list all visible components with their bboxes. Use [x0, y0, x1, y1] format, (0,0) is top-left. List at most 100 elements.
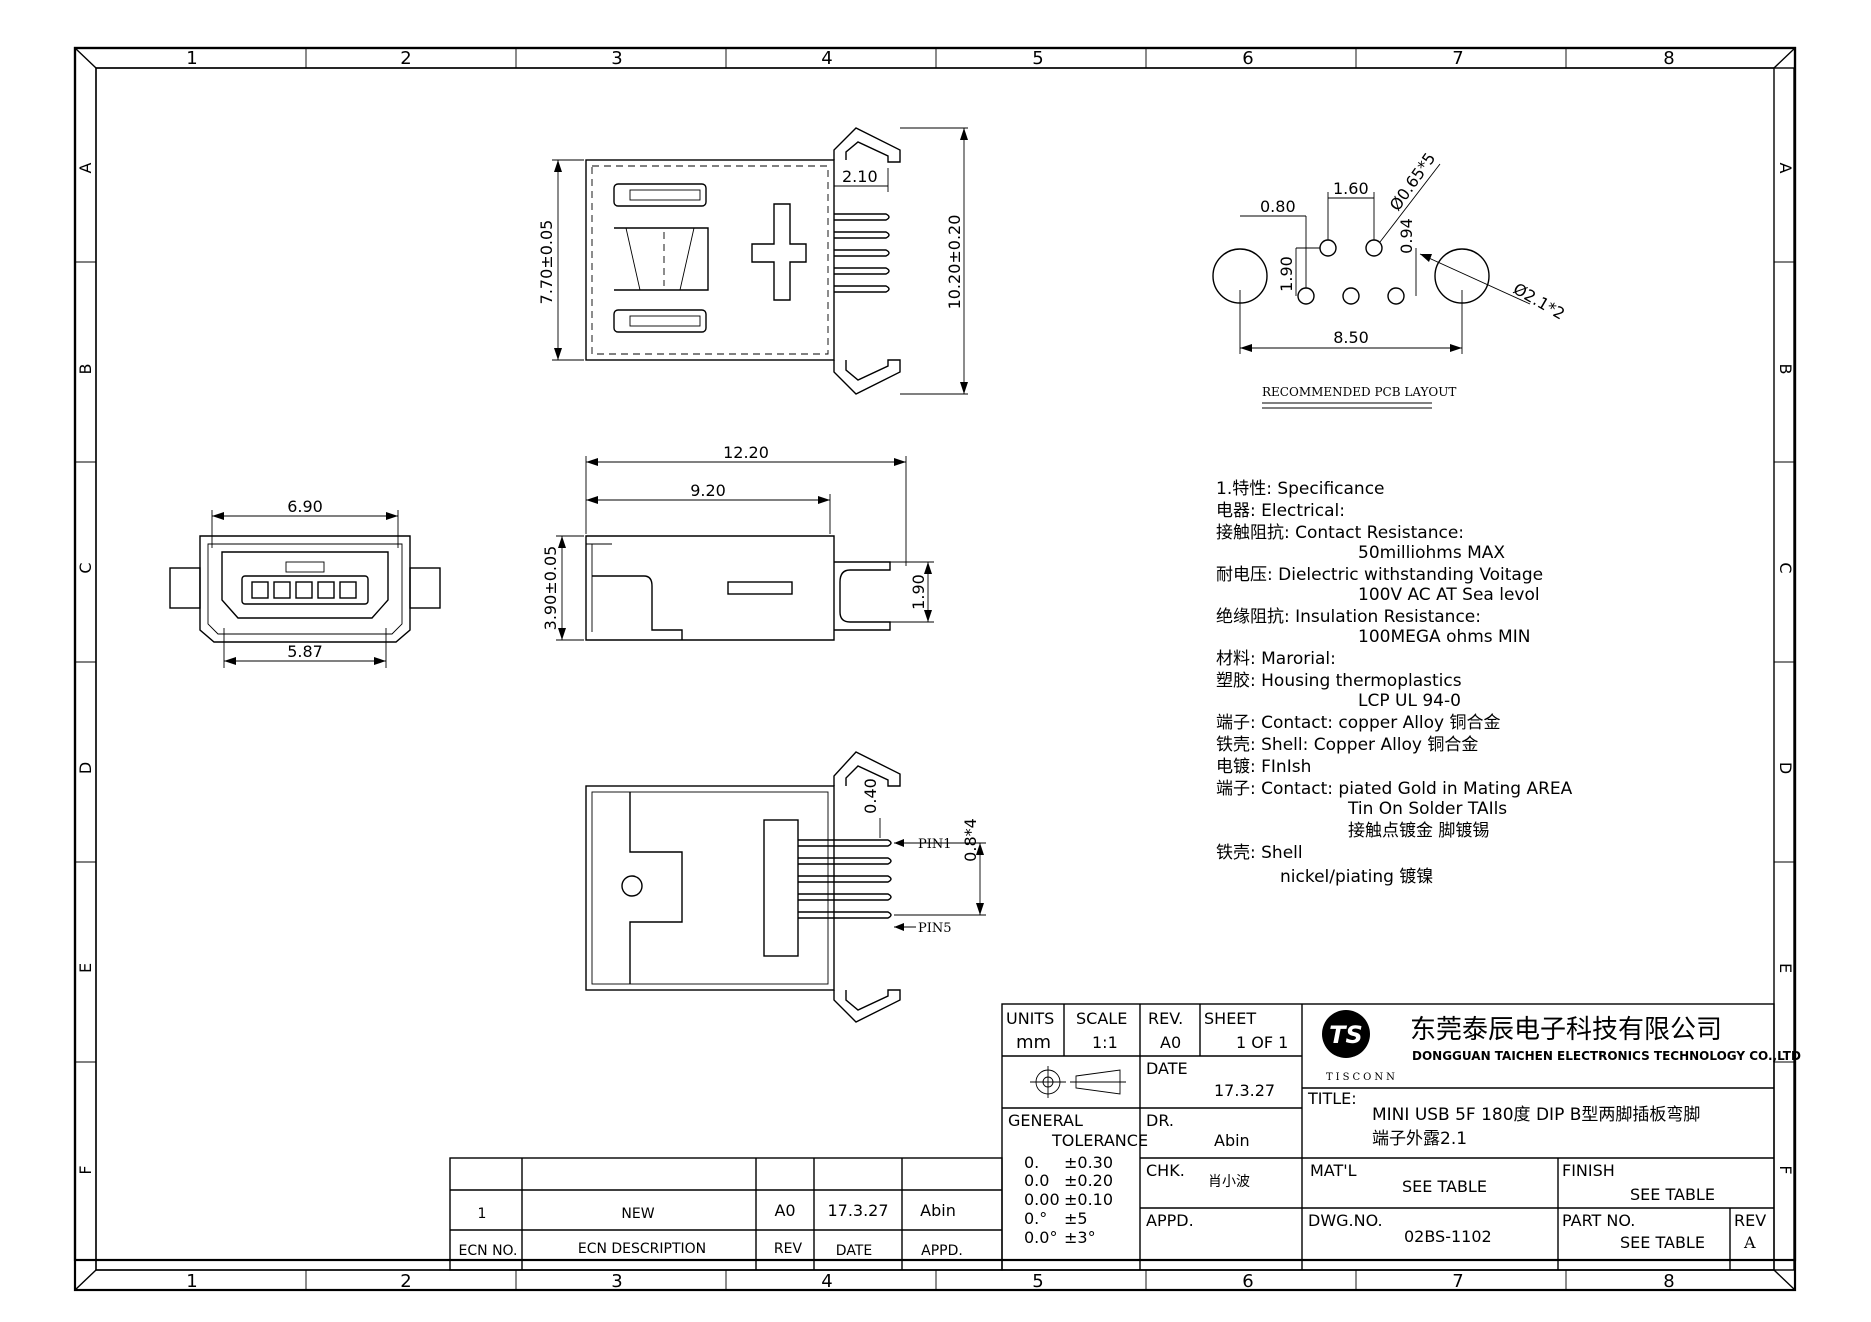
dim-side-12-20: 12.20: [723, 443, 769, 462]
note-line: 端子: Contact: piated Gold in Mating AREA: [1216, 779, 1573, 799]
tb-matl-label: MAT'L: [1310, 1161, 1357, 1180]
note-line: nickel/piating 镀镍: [1280, 867, 1433, 887]
ecn-header-rev: REV: [774, 1241, 803, 1257]
tb-dwg-label: DWG.NO.: [1308, 1211, 1383, 1230]
spec-notes: 1.特性: Specificance 电器: Electrical: 接触阻抗:…: [1216, 479, 1573, 887]
dim-front-5-87: 5.87: [287, 642, 323, 661]
tb-finish-label: FINISH: [1562, 1161, 1615, 1180]
tol-key: 0.°: [1024, 1209, 1047, 1228]
pcb-layout-title: RECOMMENDED PCB LAYOUT: [1262, 385, 1456, 399]
ecn-row-no: 1: [478, 1206, 487, 1222]
ecn-row-appd: Abin: [920, 1201, 956, 1220]
note-line: 绝缘阻抗: Insulation Resistance:: [1216, 607, 1481, 627]
tb-date-label: DATE: [1146, 1059, 1188, 1078]
company-name-cn: 东莞泰辰电子科技有限公司: [1410, 1015, 1722, 1045]
tb-rev2-label: REV: [1734, 1211, 1766, 1230]
zone-col-7-top: 7: [1452, 48, 1463, 69]
tb-finish-value: SEE TABLE: [1630, 1185, 1715, 1204]
ecn-header-desc: ECN DESCRIPTION: [578, 1241, 706, 1257]
tb-dr-value: Abin: [1214, 1131, 1250, 1150]
top-view: 7.70±0.05 10.20±0.20 2.10: [537, 127, 968, 395]
tb-units-value: mm: [1016, 1032, 1051, 1053]
zone-row-f-left: F: [76, 1165, 95, 1174]
tb-scale-label: SCALE: [1076, 1009, 1127, 1028]
zone-col-8-top: 8: [1663, 48, 1674, 69]
dim-bottom-0-8x4: 0.8*4: [961, 818, 980, 862]
tol-value: ±0.20: [1064, 1171, 1113, 1190]
note-line: 电器: Electrical:: [1216, 501, 1345, 521]
tb-part-value: SEE TABLE: [1620, 1233, 1705, 1252]
note-line: 端子: Contact: copper Alloy 铜合金: [1216, 713, 1501, 733]
tb-rev-label: REV.: [1148, 1009, 1183, 1028]
dim-top-10-20: 10.20±0.20: [945, 215, 964, 310]
label-pin1: PIN1: [918, 837, 952, 852]
zone-col-1-top: 1: [186, 48, 197, 69]
dim-front-6-90: 6.90: [287, 497, 323, 516]
dim-side-3-90: 3.90±0.05: [541, 546, 560, 631]
dim-side-1-90: 1.90: [909, 574, 928, 610]
dim-pcb-0-94: 0.94: [1397, 218, 1416, 254]
tb-rev2-value: A: [1743, 1233, 1756, 1252]
zone-row-c-right: C: [1776, 562, 1795, 573]
tb-date-value: 17.3.27: [1214, 1081, 1275, 1100]
zone-col-2-bottom: 2: [400, 1271, 411, 1292]
zone-row-b-right: B: [1776, 364, 1795, 375]
zone-col-4-top: 4: [821, 48, 832, 69]
ecn-row-date: 17.3.27: [827, 1201, 888, 1220]
dim-pcb-hole-large: Ø2.1*2: [1510, 279, 1568, 324]
note-line: 铁壳: Shell: Copper Alloy 铜合金: [1216, 735, 1478, 755]
zone-row-a-left: A: [76, 162, 95, 173]
tb-dwg-value: 02BS-1102: [1404, 1227, 1492, 1246]
zone-row-b-left: B: [76, 364, 95, 375]
logo-text: TS: [1329, 1021, 1363, 1049]
tol-key: 0.00: [1024, 1190, 1060, 1209]
tb-chk-value: 肖小波: [1208, 1174, 1250, 1190]
note-line: 耐电压: Dielectric withstanding Voitage: [1216, 565, 1543, 585]
dim-top-2-10: 2.10: [842, 167, 878, 186]
zone-col-2-top: 2: [400, 48, 411, 69]
tb-dr-label: DR.: [1146, 1111, 1174, 1130]
tb-rev-value: A0: [1160, 1033, 1181, 1052]
note-line: 50milliohms MAX: [1358, 543, 1505, 563]
bottom-view: 0.40 0.8*4 PIN1 PIN5: [585, 751, 986, 1023]
dim-bottom-0-40: 0.40: [861, 778, 880, 814]
dim-side-9-20: 9.20: [690, 481, 726, 500]
tb-title-label: TITLE:: [1307, 1089, 1357, 1108]
tb-chk-label: CHK.: [1146, 1161, 1185, 1180]
dim-pcb-8-50: 8.50: [1333, 328, 1369, 347]
note-line: 100V AC AT Sea levol: [1358, 585, 1540, 605]
note-line: Tin On Solder TAIls: [1347, 799, 1507, 819]
zone-col-8-bottom: 8: [1663, 1271, 1674, 1292]
tb-appd-label: APPD.: [1146, 1211, 1194, 1230]
dim-pcb-0-80: 0.80: [1260, 197, 1296, 216]
note-line: 接触点镀金 脚镀锡: [1348, 821, 1489, 841]
zone-row-e-right: E: [1776, 963, 1795, 973]
ecn-row-rev: A0: [774, 1201, 795, 1220]
zone-col-5-bottom: 5: [1032, 1271, 1043, 1292]
tb-part-label: PART NO.: [1562, 1211, 1635, 1230]
ecn-header-appd: APPD.: [921, 1243, 963, 1259]
dim-pcb-1-60: 1.60: [1333, 179, 1369, 198]
tol-key: 0.0°: [1024, 1228, 1057, 1247]
company-logo: TS: [1322, 1010, 1370, 1058]
front-view: 6.90 5.87: [169, 497, 441, 668]
tol-value: ±0.30: [1064, 1153, 1113, 1172]
tb-scale-value: 1:1: [1092, 1033, 1118, 1052]
title-block: UNITS mm SCALE 1:1 REV. A0 SHEET 1 OF 1 …: [1001, 1003, 1801, 1271]
note-line: 塑胶: Housing thermoplastics: [1216, 671, 1462, 691]
tb-tolerance-label-2: TOLERANCE: [1051, 1131, 1148, 1150]
tb-title-line2: 端子外露2.1: [1372, 1129, 1467, 1149]
note-line: LCP UL 94-0: [1358, 691, 1461, 711]
zone-row-d-right: D: [1776, 762, 1795, 774]
ecn-header-date: DATE: [836, 1243, 872, 1259]
company-name-en: DONGGUAN TAICHEN ELECTRONICS TECHNOLOGY …: [1412, 1049, 1801, 1063]
tb-tolerance-label-1: GENERAL: [1008, 1111, 1083, 1130]
tb-sheet-label: SHEET: [1204, 1009, 1256, 1028]
pcb-layout: 8.50 0.80 1.60 1.90 0.94 Ø0.65*5 Ø2.1*2 …: [1212, 149, 1568, 409]
tb-sheet-value: 1 OF 1: [1236, 1033, 1288, 1052]
sheet-frame: 1 2 3 4 5 6 7 8 1 2 3 4 5 6 7 8 A B C D …: [73, 46, 1797, 1292]
note-line: 材料: Marorial:: [1216, 649, 1336, 669]
tol-value: ±5: [1064, 1209, 1088, 1228]
tol-value: ±0.10: [1064, 1190, 1113, 1209]
